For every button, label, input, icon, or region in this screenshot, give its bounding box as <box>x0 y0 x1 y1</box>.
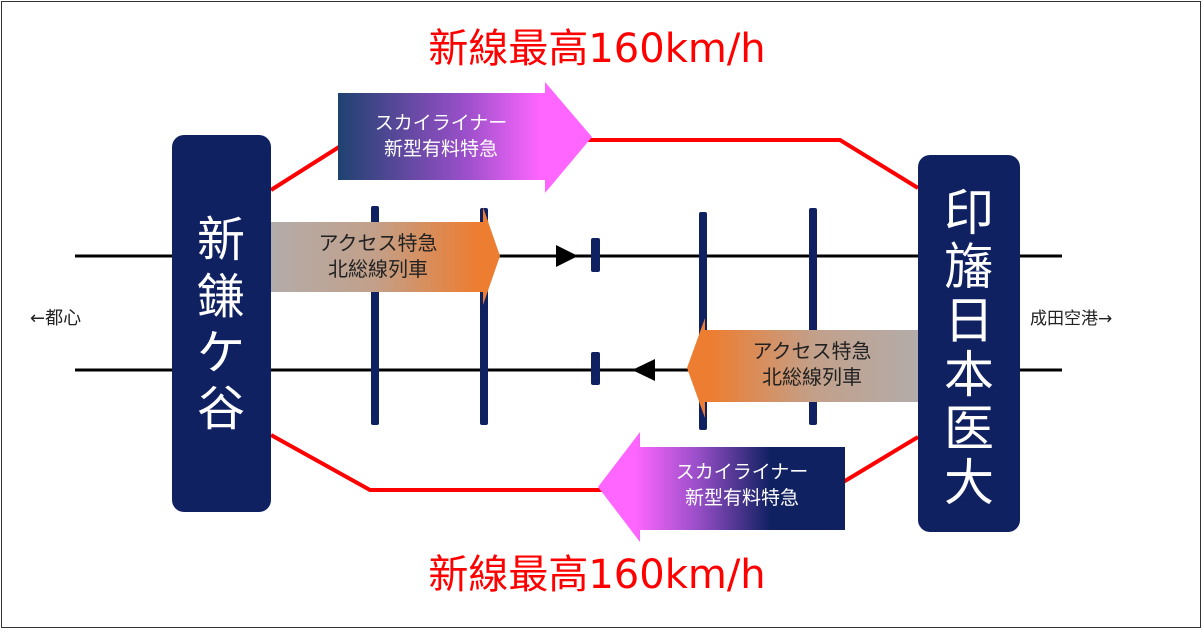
station-char: 旛 <box>944 238 994 296</box>
station-shin-kamagaya <box>172 135 271 512</box>
new-line-bottom <box>270 433 920 492</box>
station-char: 日 <box>944 292 994 350</box>
station-char: 鎌 <box>197 269 245 325</box>
arrow-left-icon <box>632 359 655 381</box>
station-char: 印 <box>944 184 994 242</box>
station-char: 本 <box>944 346 994 404</box>
station-char: ケ <box>197 325 245 381</box>
skyliner-bottom-line1: スカイライナー <box>676 461 809 483</box>
skyliner-top-line2: 新型有料特急 <box>384 138 498 160</box>
station-inba-nihon-idai-label: 印 旛 日 本 医 大 <box>944 184 994 512</box>
direction-narita-airport: 成田空港→ <box>1030 309 1112 329</box>
skyliner-arrow-top <box>338 82 592 193</box>
headline-bottom: 新線最高160km/h <box>428 552 765 598</box>
station-char: 谷 <box>197 381 245 437</box>
access-arrow-bottom <box>687 318 918 418</box>
access-arrow-top <box>271 207 500 305</box>
access-top-line1: アクセス特急 <box>319 231 438 255</box>
skyliner-arrow-bottom <box>598 432 845 542</box>
station-char: 医 <box>944 400 994 458</box>
station-char: 新 <box>197 212 245 268</box>
new-line-top <box>269 138 920 192</box>
station-marker <box>591 352 600 385</box>
station-marker <box>591 238 600 272</box>
skyliner-top-line1: スカイライナー <box>375 112 508 134</box>
station-inba-nihon-idai <box>918 155 1020 532</box>
arrow-right-icon <box>556 245 578 267</box>
access-bottom-line2: 北総線列車 <box>762 365 862 389</box>
direction-tokyo: ←都心 <box>30 308 81 329</box>
skyliner-bottom-line2: 新型有料特急 <box>685 487 799 509</box>
station-char: 大 <box>944 454 994 512</box>
station-shin-kamagaya-label: 新 鎌 ケ 谷 <box>197 212 245 437</box>
access-bottom-line1: アクセス特急 <box>753 339 872 363</box>
headline-top: 新線最高160km/h <box>428 26 765 72</box>
access-top-line2: 北総線列車 <box>328 257 428 281</box>
